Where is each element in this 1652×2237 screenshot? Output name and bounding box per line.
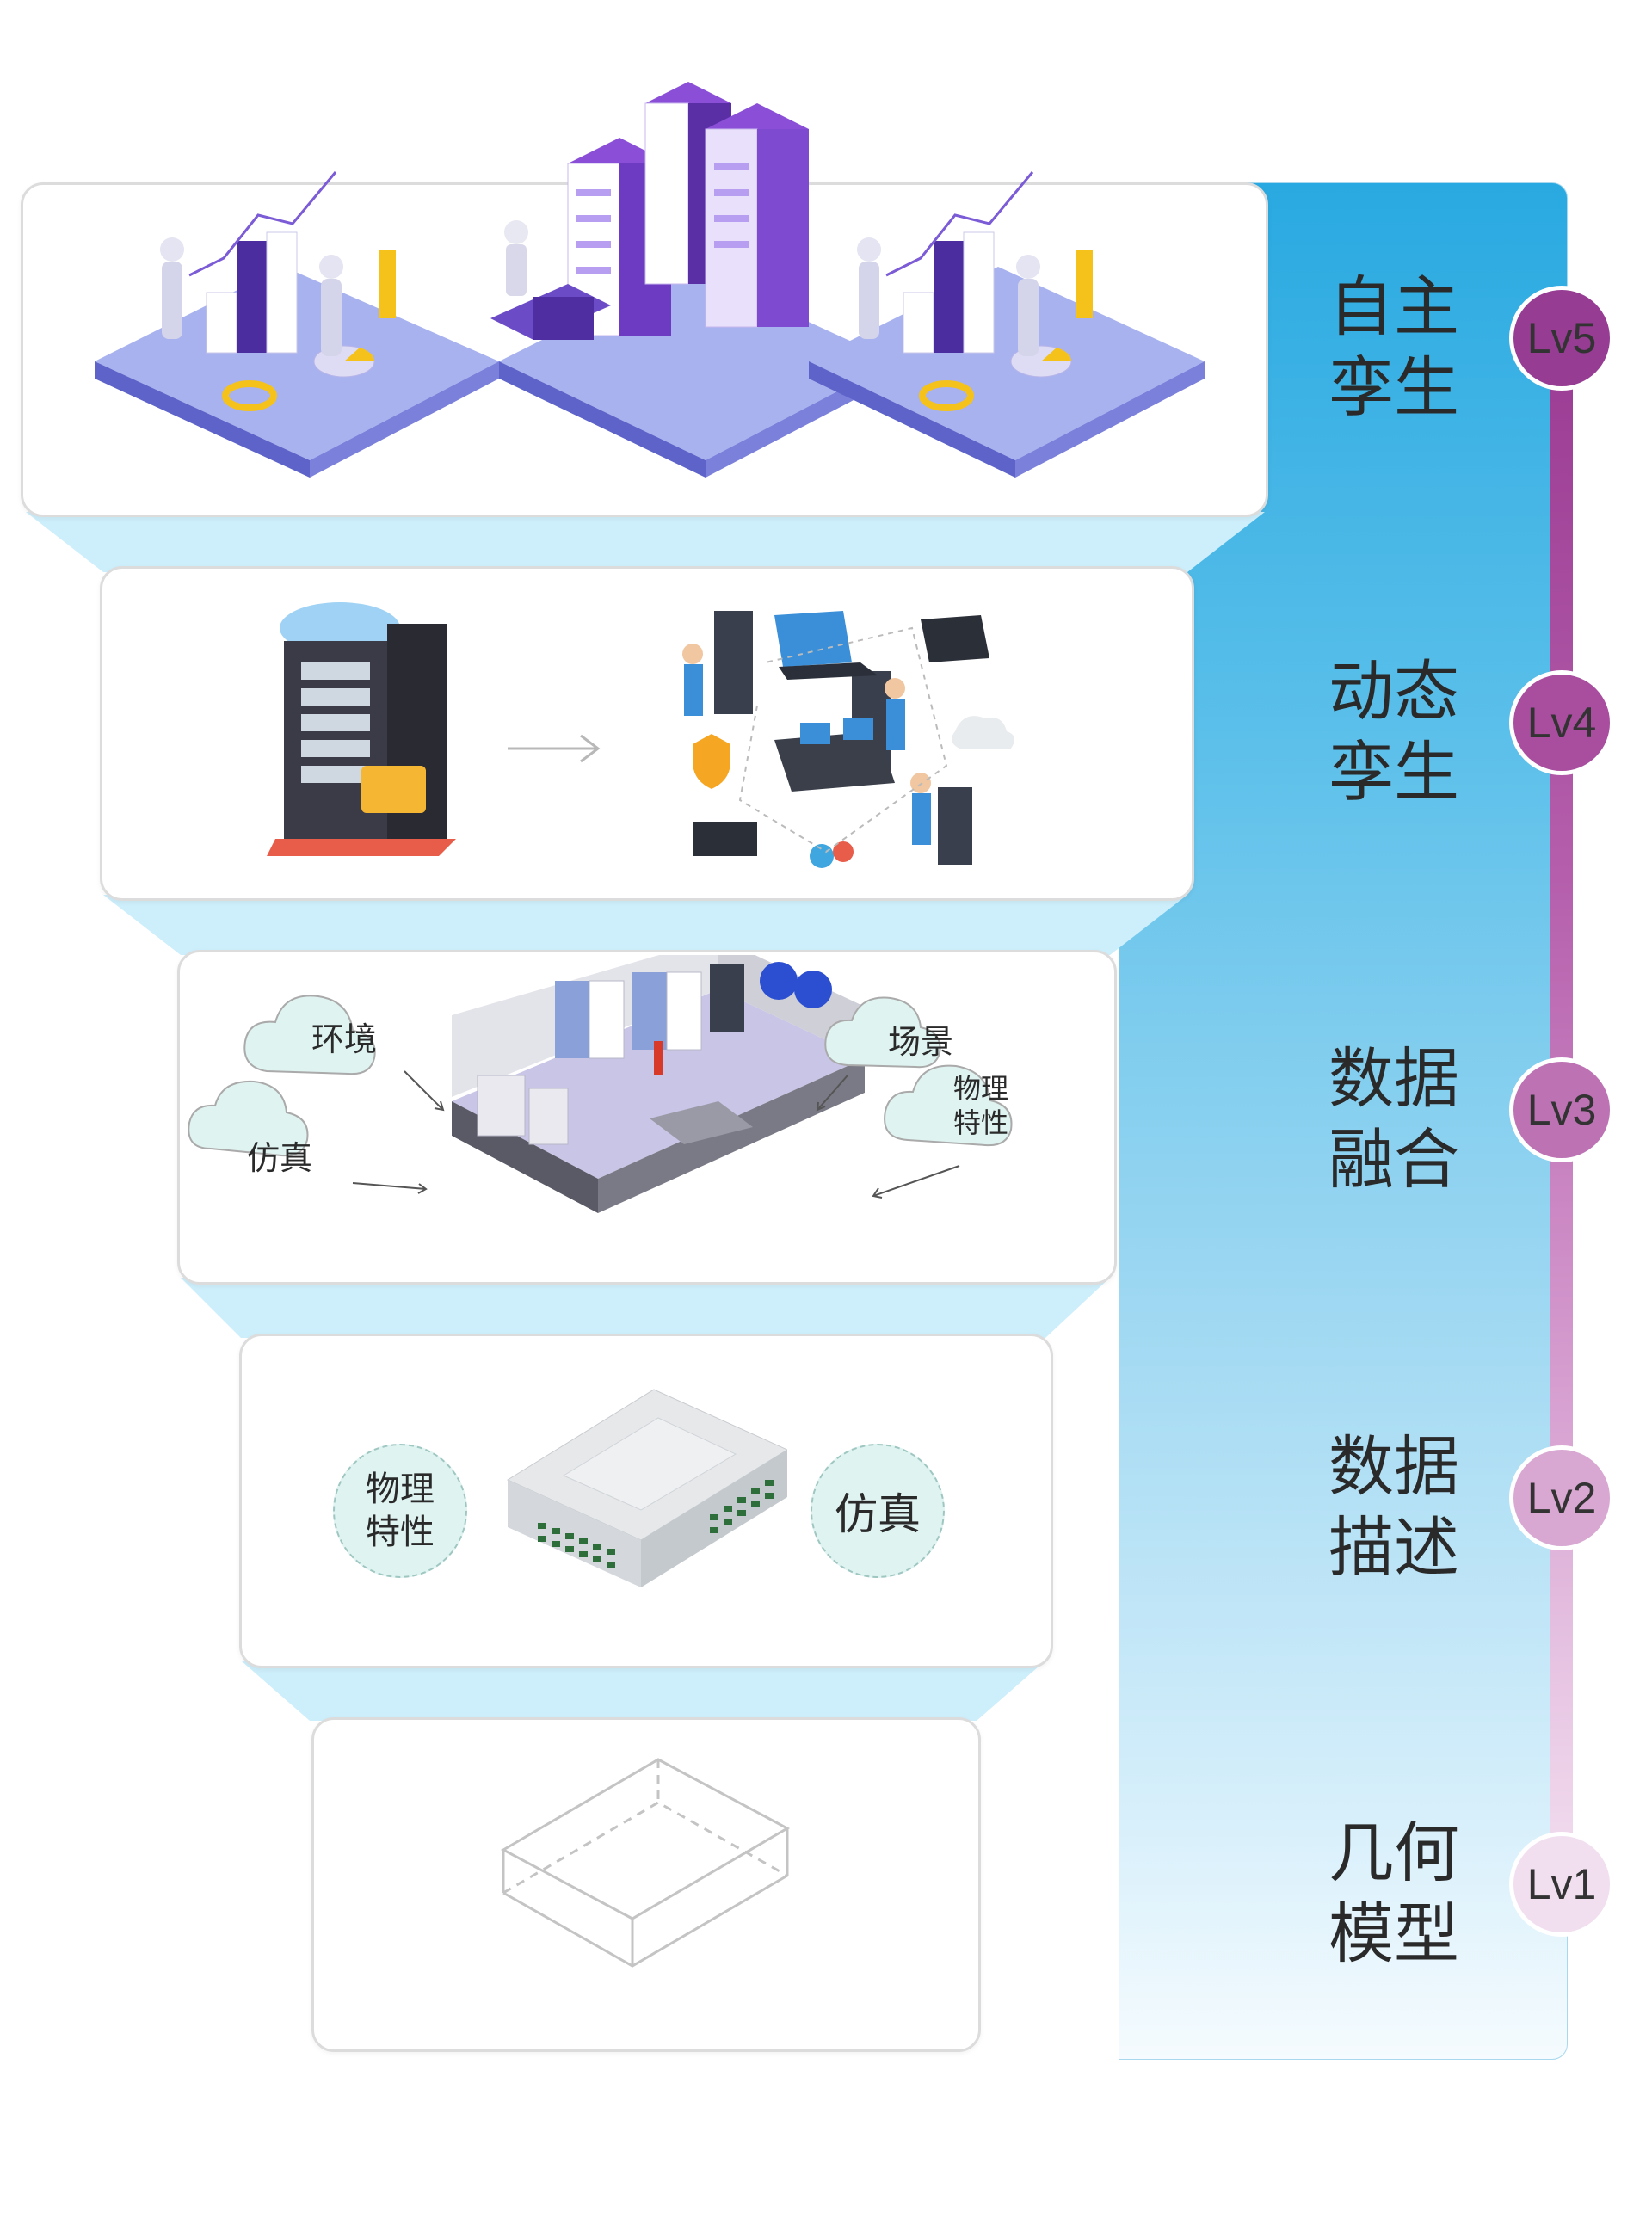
cloud-arrows [352,1070,960,1199]
bubble-sim-label: 仿真 [835,1489,921,1539]
level-badge-lv3-text: Lv3 [1526,1086,1597,1134]
cloud-scene-label: 场景 [887,1023,953,1061]
robot-chart-scene-left [160,171,396,411]
level-badge-lv2-text: Lv2 [1526,1474,1597,1522]
network-switch-illustration [506,1389,787,1587]
level-title-lv3-line1: 数据 [1328,1040,1459,1117]
level-title-lv1: 几何 模型 [1308,1813,1480,1975]
clouds [188,995,1013,1157]
level-title-lv2-line1: 数据 [1328,1428,1459,1505]
cloud-env [243,995,376,1075]
level-title-lv5: 自主 孪生 [1308,267,1480,428]
level-title-lv4-line1: 动态 [1328,653,1459,730]
server-rows [477,962,832,1145]
level-title-lv4-line2: 孪生 [1328,734,1459,810]
tier-card-lv1 [311,1717,981,2052]
level-badge-lv1-text: Lv1 [1526,1860,1597,1908]
bubble-phys-line2: 特性 [366,1513,435,1552]
level-badge-lv2: Lv2 [1509,1445,1614,1550]
cloud-phys-line2: 特性 [952,1106,1008,1139]
funnel-2-1 [241,1661,1045,1721]
isometric-robots-datacenter-illustration [95,82,1205,478]
level-title-lv5-line2: 孪生 [1328,349,1459,426]
level-badge-lv4: Lv4 [1509,670,1614,775]
bubble-phys: 物理 特性 [333,1444,467,1578]
level-badge-lv4-text: Lv4 [1526,699,1597,747]
arrow-icon [508,734,601,763]
funnel-5-4 [26,512,1265,572]
datacenter-room-illustration [188,955,1013,1213]
bubble-phys-line1: 物理 [366,1470,435,1509]
cloud-sim [188,1080,309,1157]
operations-scene [682,611,1014,868]
level-title-lv3-line2: 融合 [1328,1121,1459,1198]
level-title-lv5-line1: 自主 [1328,268,1459,345]
wireframe-box-illustration [500,1758,791,1968]
server-to-operations-illustration [267,602,1014,868]
level-title-lv4: 动态 孪生 [1308,651,1480,813]
funnel-4-3 [103,895,1187,955]
level-title-lv3: 数据 融合 [1308,1038,1480,1200]
funnel-3-2 [181,1278,1110,1338]
server-tower-group [490,82,809,340]
level-title-lv2-line2: 描述 [1328,1509,1459,1586]
level-badge-lv5: Lv5 [1509,286,1614,391]
cloud-phys-label: 物理 特性 [938,1071,1024,1140]
cloud-scene [824,996,941,1069]
cloud-phys [884,1064,1013,1147]
platform-left [95,267,499,478]
cloud-env-label: 环境 [311,1020,377,1058]
level-title-lv1-line2: 模型 [1328,1895,1459,1972]
level-title-lv1-line1: 几何 [1328,1815,1459,1891]
level-badge-lv1: Lv1 [1509,1832,1614,1937]
robot-chart-scene-right [857,171,1093,411]
cloud-phys-line1: 物理 [952,1072,1008,1105]
level-title-lv2: 数据 描述 [1308,1427,1480,1588]
cloud-sim-label: 仿真 [246,1139,312,1177]
level-badge-lv3: Lv3 [1509,1057,1614,1162]
bubble-sim: 仿真 [811,1444,945,1578]
level-badge-lv5-text: Lv5 [1526,314,1597,362]
cloud-server-rack [267,602,456,856]
